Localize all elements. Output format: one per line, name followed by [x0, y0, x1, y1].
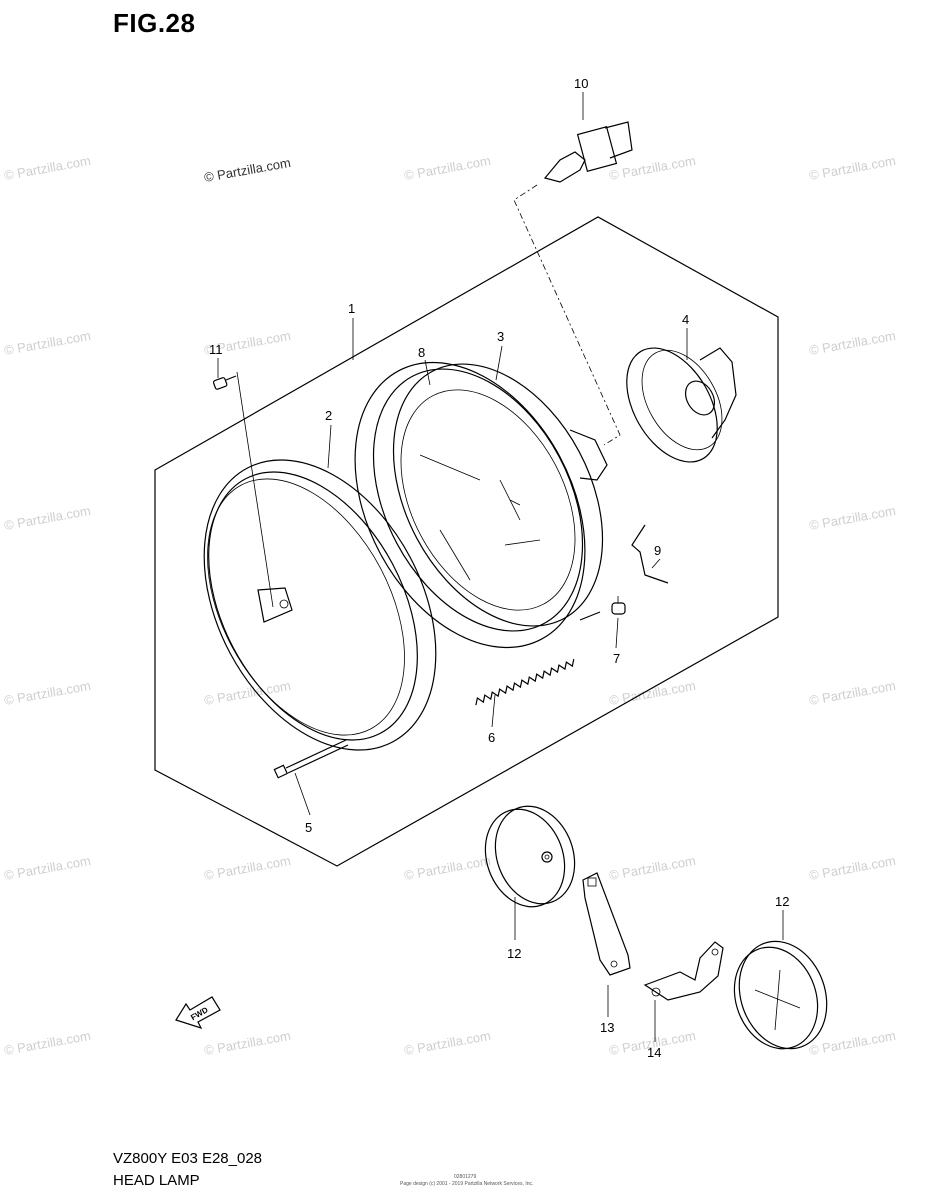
watermark-text: © Partzilla.com — [203, 853, 292, 883]
part-12-horn-pad-right — [733, 940, 828, 1050]
assembly-frame — [154, 216, 779, 867]
fwd-arrow-icon: FWD — [175, 996, 221, 1030]
watermark-grid: © Partzilla.com © Partzilla.com © Partzi… — [3, 153, 897, 1058]
watermark-text: © Partzilla.com — [3, 153, 92, 183]
part-9-clip — [631, 524, 669, 584]
part-4-socket-cover — [626, 347, 737, 463]
callout-13: 13 — [600, 1020, 614, 1035]
callout-10: 10 — [574, 76, 588, 91]
part-2-headlamp-rim — [203, 459, 437, 751]
part-13-bracket — [582, 872, 631, 976]
callout-8: 8 — [418, 345, 425, 360]
diagram-title: HEAD LAMP — [113, 1172, 200, 1189]
watermark-text: © Partzilla.com — [608, 853, 697, 883]
callout-14: 14 — [647, 1045, 661, 1060]
part-10-bulb — [513, 121, 633, 446]
diagram-code: 02801279 — [454, 1174, 477, 1180]
watermark-primary: © Partzilla.com — [203, 155, 292, 185]
part-6-spring — [475, 658, 575, 706]
part-12-horn-pad-left — [484, 805, 576, 908]
callout-1: 1 — [348, 301, 355, 316]
watermark-text: © Partzilla.com — [3, 678, 92, 708]
callout-12-right: 12 — [775, 894, 789, 909]
copyright-credit: Page design (c) 2001 - 2019 Partzilla Ne… — [400, 1181, 534, 1187]
watermark-text: © Partzilla.com — [808, 503, 897, 533]
callout-2: 2 — [325, 408, 332, 423]
callout-4: 4 — [682, 312, 689, 327]
callout-3: 3 — [497, 329, 504, 344]
callout-12-left: 12 — [507, 946, 521, 961]
callout-5: 5 — [305, 820, 312, 835]
part-7-nut — [611, 596, 626, 615]
watermark-text: © Partzilla.com — [808, 1028, 897, 1058]
watermark-text: © Partzilla.com — [3, 503, 92, 533]
watermark-text: © Partzilla.com — [203, 678, 292, 708]
model-code: VZ800Y E03 E28_028 — [113, 1150, 263, 1167]
watermark-text: © Partzilla.com — [808, 678, 897, 708]
watermark-text: © Partzilla.com — [203, 1028, 292, 1058]
watermark-text: © Partzilla.com — [808, 153, 897, 183]
figure-title: FIG.28 — [113, 8, 196, 38]
watermark-text: © Partzilla.com — [608, 153, 697, 183]
watermark-text: © Partzilla.com — [808, 853, 897, 883]
callout-6: 6 — [488, 730, 495, 745]
part-11-screw — [212, 371, 274, 608]
watermark-text: © Partzilla.com — [403, 153, 492, 183]
watermark-text: © Partzilla.com — [3, 853, 92, 883]
watermark-text: © Partzilla.com — [3, 1028, 92, 1058]
watermark-text: © Partzilla.com — [403, 1028, 492, 1058]
part-3-headlamp-unit — [354, 361, 608, 649]
callout-leaders — [217, 92, 784, 1042]
watermark-text: © Partzilla.com — [3, 328, 92, 358]
callout-7: 7 — [613, 651, 620, 666]
watermark-text: © Partzilla.com — [808, 328, 897, 358]
watermark-text: © Partzilla.com — [403, 853, 492, 883]
part-5-bolt — [273, 739, 349, 779]
callout-numbers: 1 2 3 4 5 6 7 8 9 10 11 12 12 13 14 — [209, 76, 789, 1060]
callout-11: 11 — [209, 342, 223, 357]
fwd-label: FWD — [189, 1005, 209, 1022]
part-14-bracket — [643, 941, 724, 1001]
watermark-text: © Partzilla.com — [608, 678, 697, 708]
callout-9: 9 — [654, 543, 661, 558]
